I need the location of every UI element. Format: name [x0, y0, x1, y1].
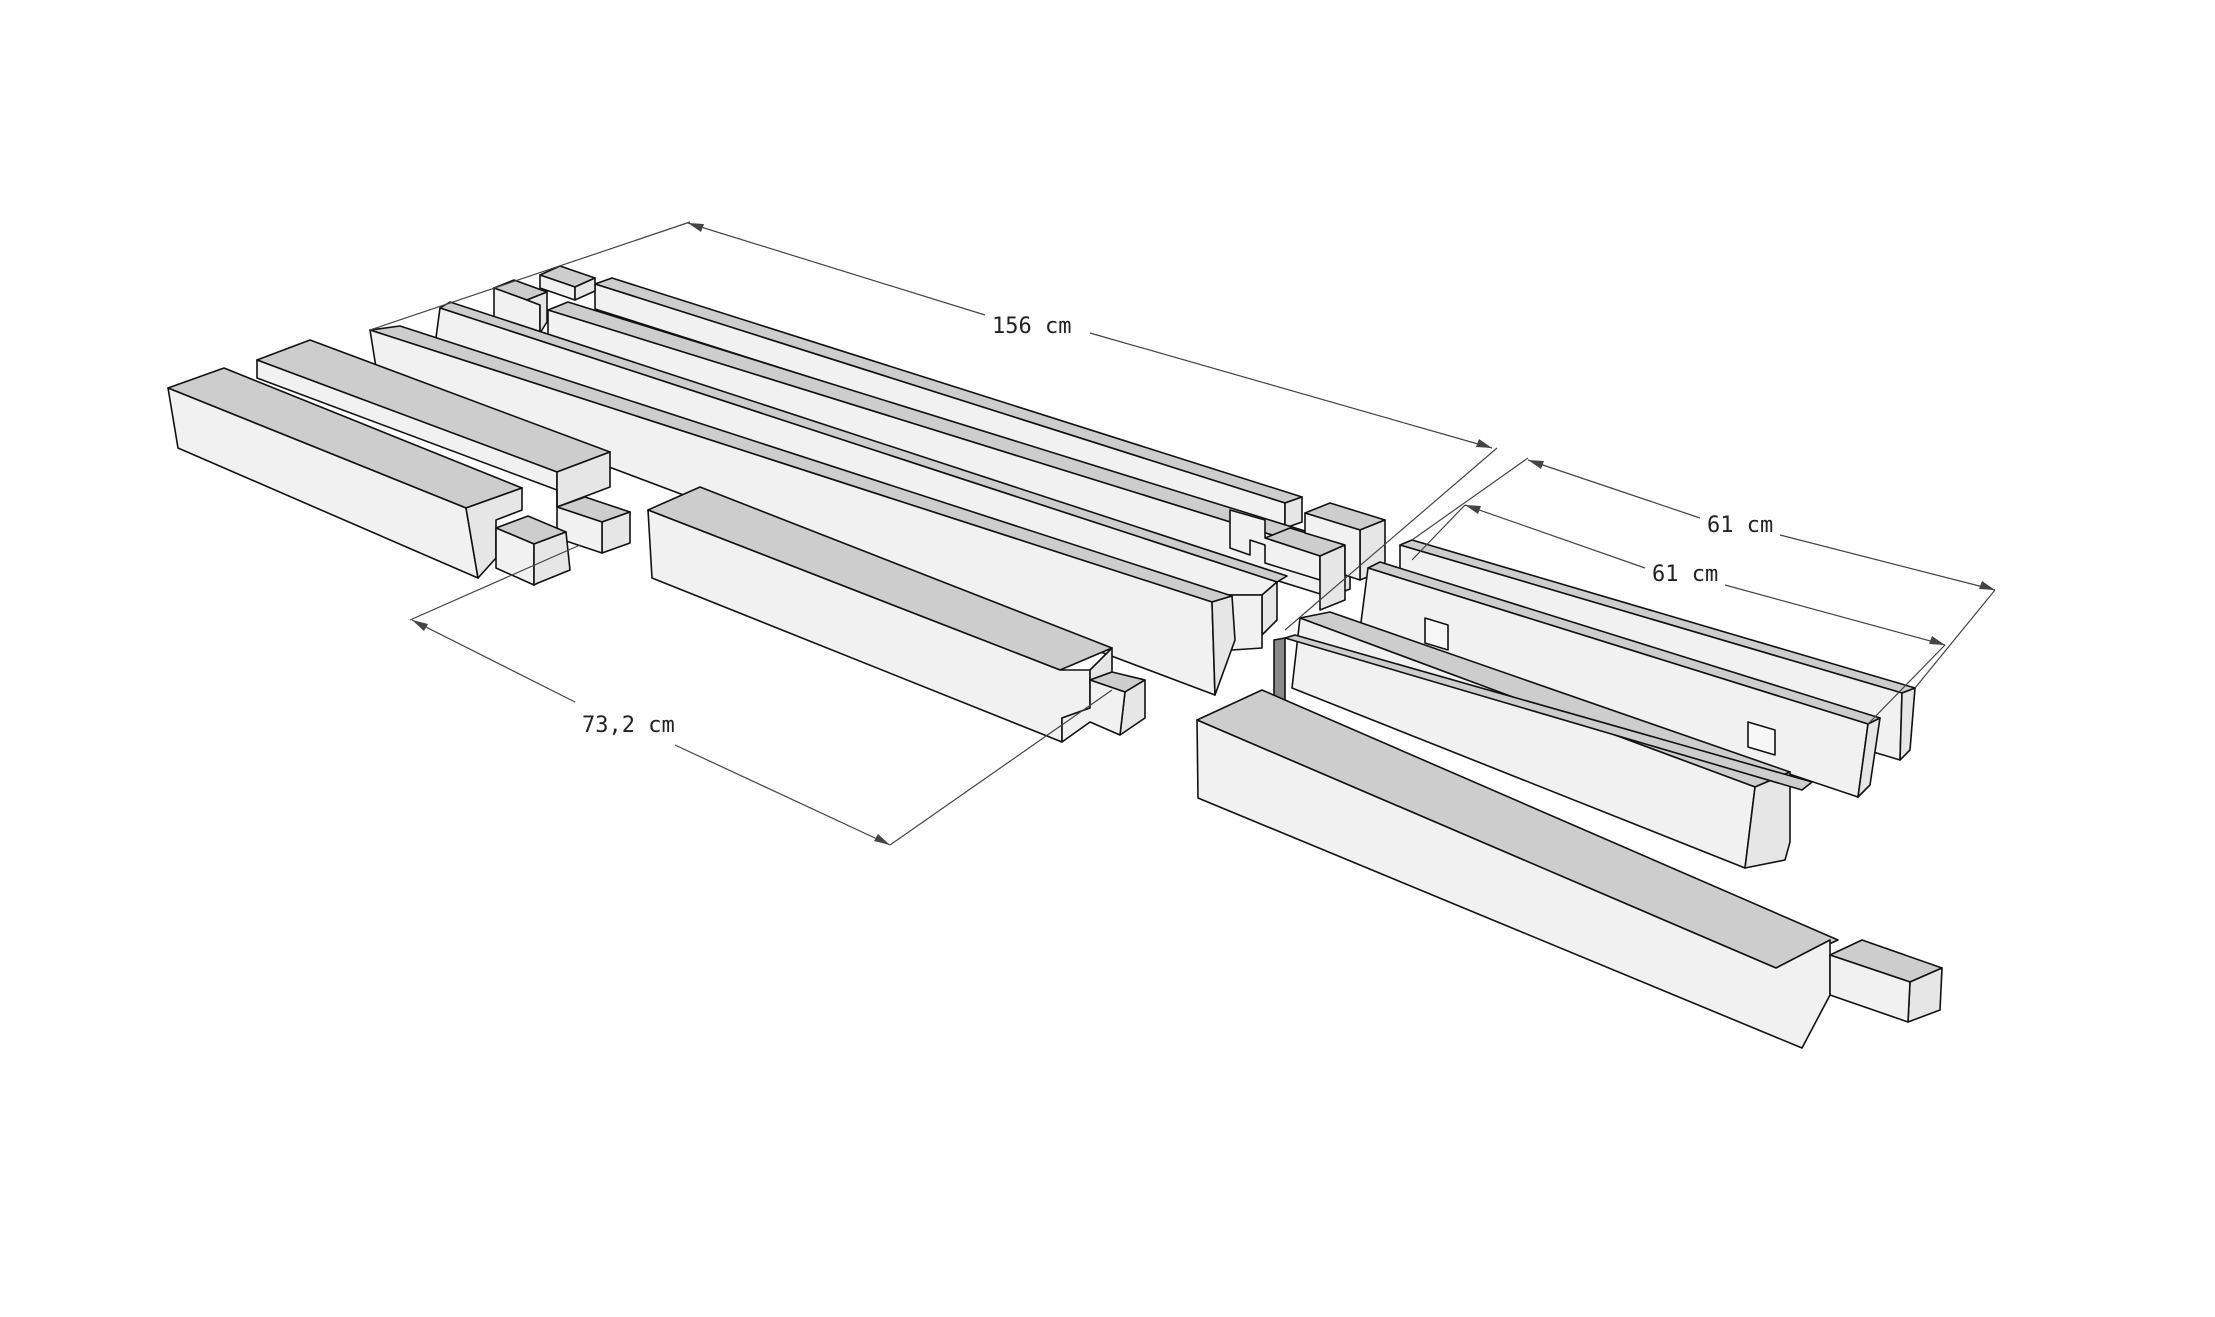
long-beam-group	[167, 265, 1386, 743]
beam-middle-notched	[647, 486, 1146, 743]
beam-long-5	[256, 339, 631, 554]
tenon-back-left	[493, 265, 596, 334]
dimension-156: 156 cm	[369, 221, 1498, 631]
dimension-label-73-2: 73,2 cm	[582, 713, 675, 738]
notched-block-right	[1229, 502, 1386, 611]
beam-long-1	[594, 277, 1303, 529]
beam-right-front	[1196, 689, 1943, 1049]
mortise-hole-2	[1747, 721, 1776, 756]
dimension-label-61-outer: 61 cm	[1707, 513, 1773, 538]
beam-long-4	[369, 325, 1236, 696]
dimension-label-61-inner: 61 cm	[1652, 562, 1718, 587]
dimension-73-2: 73,2 cm	[409, 544, 1113, 846]
beam-short-left	[167, 367, 571, 586]
dimension-61-inner: 61 cm	[1411, 504, 1946, 725]
right-beam-group	[1196, 539, 1943, 1049]
beam-right-2	[1359, 561, 1881, 798]
mortise-hole	[1424, 617, 1449, 651]
dimension-61-outer: 61 cm	[1411, 457, 1996, 689]
dimension-label-156: 156 cm	[992, 314, 1071, 339]
